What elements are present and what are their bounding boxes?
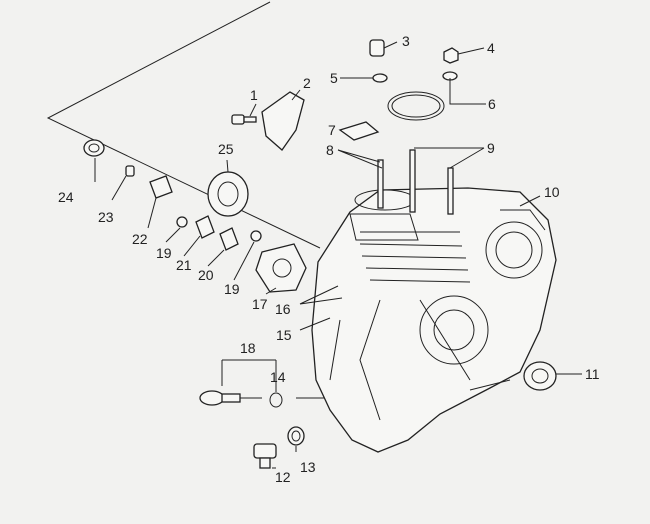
o-ring (387, 91, 445, 121)
callout-10: 10 (544, 184, 560, 200)
callout-7: 7 (328, 122, 336, 138)
dowel-pin (369, 39, 385, 57)
drain-washer (287, 426, 305, 446)
callout-11: 11 (585, 366, 600, 382)
seal-ring-b (250, 230, 262, 242)
callout-18: 18 (240, 340, 256, 356)
callout-3: 3 (402, 33, 410, 49)
callout-1: 1 (250, 87, 258, 103)
callout-23: 23 (98, 209, 114, 225)
callout-25: 25 (218, 141, 234, 157)
drain-plug (253, 443, 277, 469)
cover-plate (261, 91, 305, 151)
dipstick-assembly (199, 390, 283, 408)
callout-5: 5 (330, 70, 338, 86)
callout-4: 4 (487, 40, 495, 56)
crankcase-block (311, 187, 557, 453)
cylinder-gasket (338, 121, 380, 141)
clip (219, 227, 239, 251)
oil-seal (523, 361, 557, 391)
callout-19-right: 19 (224, 281, 240, 297)
callout-14: 14 (270, 369, 286, 385)
callout-2: 2 (303, 75, 311, 91)
callout-20: 20 (198, 267, 214, 283)
nut (443, 47, 459, 64)
small-plate (149, 175, 173, 199)
callout-22: 22 (132, 231, 148, 247)
washer (372, 73, 388, 83)
bushing (83, 139, 105, 157)
seal-ring-a (176, 216, 188, 228)
callout-13: 13 (300, 459, 316, 475)
side-gasket (255, 243, 307, 293)
callout-8: 8 (326, 142, 334, 158)
cylinder-studs (377, 149, 454, 215)
callout-6: 6 (488, 96, 496, 112)
callout-19-left: 19 (156, 245, 172, 261)
small-bolt (125, 165, 135, 177)
leader-lines (94, 41, 582, 469)
callout-17: 17 (252, 296, 268, 312)
bolt (231, 114, 257, 125)
callout-15: 15 (276, 327, 292, 343)
callout-16: 16 (275, 301, 291, 317)
callout-21: 21 (176, 257, 192, 273)
ball-bearing (207, 171, 249, 217)
callout-24: 24 (58, 189, 74, 205)
callout-9: 9 (487, 140, 495, 156)
callout-12: 12 (275, 469, 291, 485)
small-bracket (195, 215, 215, 239)
